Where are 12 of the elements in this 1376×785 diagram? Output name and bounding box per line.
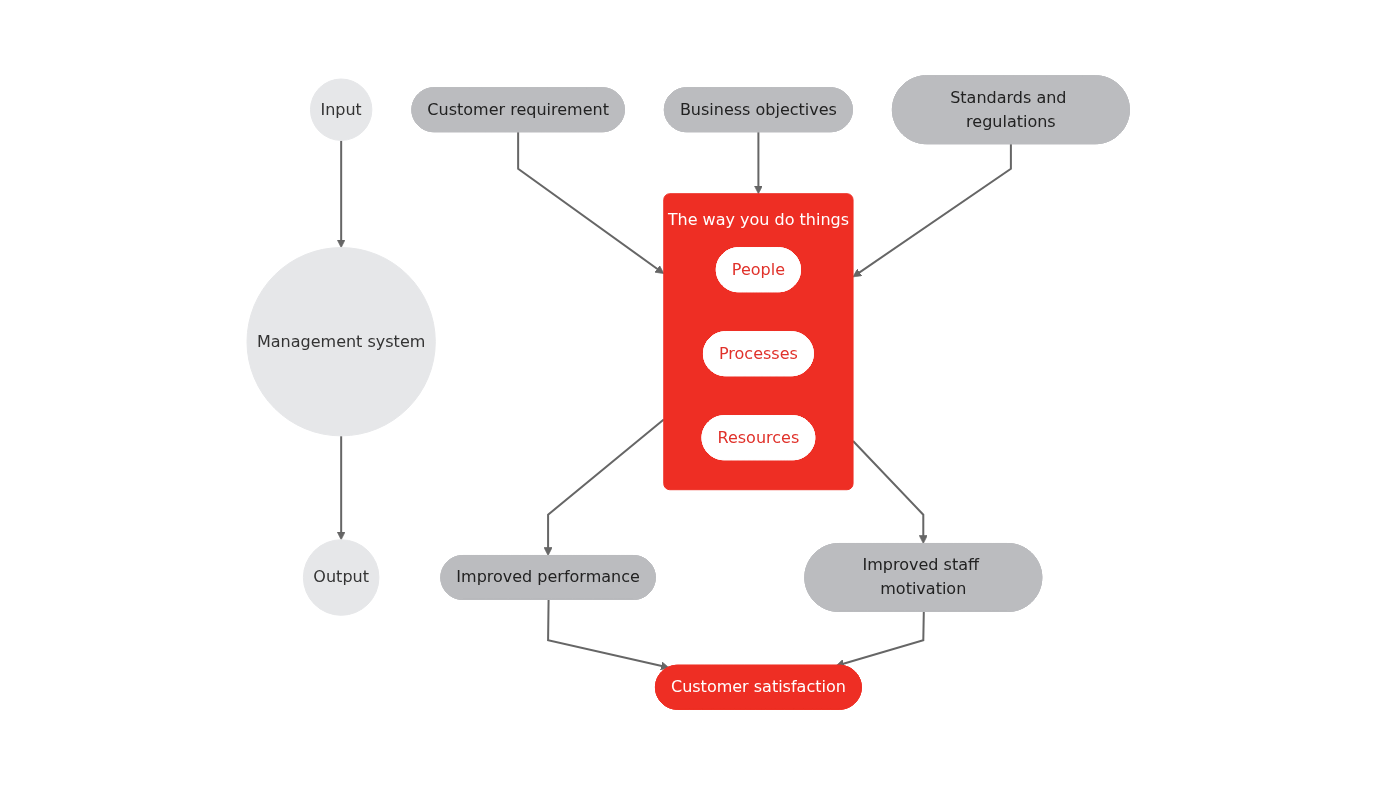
arrow: [753, 130, 763, 195]
node-circle: Input: [309, 78, 373, 141]
arrow: [336, 139, 346, 248]
arrow: [852, 142, 1012, 278]
arrow: [516, 130, 664, 274]
arrow: [851, 440, 928, 544]
node-circle: Output: [302, 539, 380, 616]
arrow: [546, 599, 670, 671]
arrow: [336, 434, 346, 541]
node-circle: Management system: [246, 247, 436, 437]
arrow: [543, 418, 665, 556]
arrow: [835, 611, 925, 668]
